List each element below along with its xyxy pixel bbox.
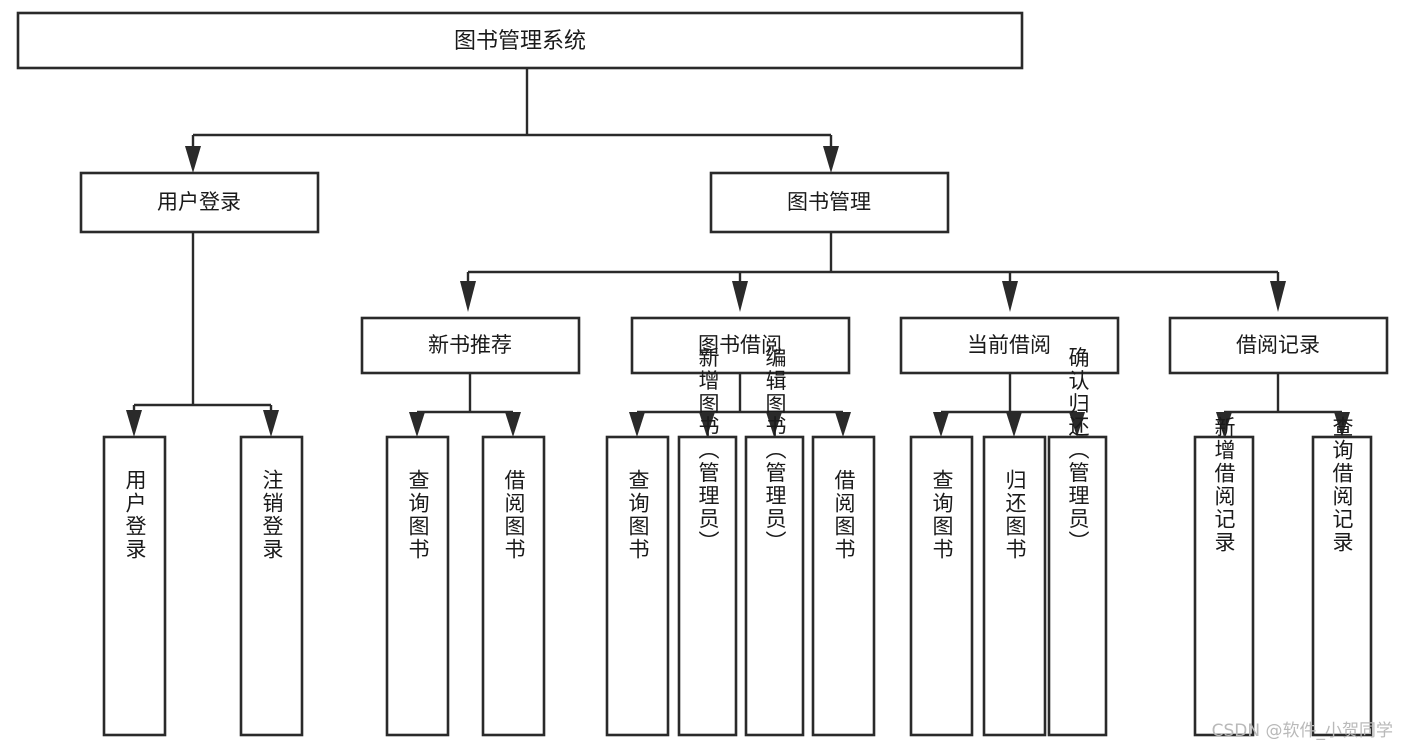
leaf-query-book-1[interactable]: 查询图书 [385,435,450,737]
leaf-add-book-box[interactable] [677,435,738,737]
leaf-user-login-label: 用户登录 [123,469,147,561]
leaf-user-login-box[interactable] [102,435,167,737]
leaf-confirm-return-box[interactable] [1047,435,1108,737]
node-book-borrow-label: 图书借阅 [698,333,782,357]
arrowhead-leaf-confirm-return [1069,412,1085,437]
leaf-add-record-label: 新增借阅记录 [1212,416,1236,554]
node-current-borrow-box[interactable] [899,316,1120,375]
leaf-user-login[interactable]: 用户登录 [102,435,167,737]
leaf-query-book-2[interactable]: 查询图书 [605,435,670,737]
arrowhead-leaf-add-record [1216,412,1232,437]
leaf-borrow-book-1-box[interactable] [481,435,546,737]
arrowhead-current-borrow [1002,281,1018,312]
arrowhead-leaf-return-book [1006,412,1022,437]
leaf-query-book-3[interactable]: 查询图书 [909,435,974,737]
leaf-user-logout-box[interactable] [239,435,304,737]
leaf-user-logout-label: 注销登录 [260,469,284,561]
leaf-add-record[interactable]: 新增借阅记录 [1193,416,1255,737]
connector-group-user-login [126,232,279,437]
node-root-label: 图书管理系统 [454,29,586,54]
leaf-return-book-box[interactable] [982,435,1047,737]
connector-group-root [185,68,839,173]
leaf-confirm-return[interactable]: 确认归还（管理员） [1047,347,1108,737]
leaf-query-book-1-label: 查询图书 [406,469,430,561]
leaf-add-record-box[interactable] [1193,435,1255,737]
leaf-query-record-label: 查询借阅记录 [1330,416,1354,554]
leaf-borrow-book-2-label: 借阅图书 [832,469,856,561]
node-borrow-record[interactable]: 借阅记录 [1168,316,1389,375]
node-root-box[interactable] [16,11,1024,70]
leaf-return-book[interactable]: 归还图书 [982,435,1047,737]
arrowhead-leaf-edit-book [766,412,782,437]
node-root[interactable]: 图书管理系统 [16,11,1024,70]
leaf-borrow-book-1[interactable]: 借阅图书 [481,435,546,737]
arrowhead-book-manage [823,146,839,173]
leaf-edit-book[interactable]: 编辑图书（管理员） [744,347,805,737]
node-book-borrow[interactable]: 图书借阅 [630,316,851,375]
node-new-book-recommend-label: 新书推荐 [428,333,512,357]
node-book-borrow-box[interactable] [630,316,851,375]
node-borrow-record-label: 借阅记录 [1236,333,1320,357]
connector-group-new-book-recommend [409,373,521,437]
arrowhead-leaf-add-book [699,412,715,437]
arrowhead-leaf-query-book-3 [933,412,949,437]
leaf-borrow-book-1-label: 借阅图书 [502,469,526,561]
leaf-add-book-label: 新增图书（管理员） [696,347,720,554]
leaf-query-book-2-label: 查询图书 [626,469,650,561]
arrowhead-leaf-user-logout [263,410,279,437]
arrowhead-book-borrow [732,281,748,312]
node-current-borrow[interactable]: 当前借阅 [899,316,1120,375]
node-user-login-box[interactable] [79,171,320,234]
node-book-manage-box[interactable] [709,171,950,234]
connector-group-current-borrow [933,373,1085,437]
node-book-manage[interactable]: 图书管理 [709,171,950,234]
leaf-return-book-label: 归还图书 [1003,469,1027,561]
leaf-query-book-1-box[interactable] [385,435,450,737]
connector-group-book-manage [460,232,1286,312]
leaf-edit-book-label: 编辑图书（管理员） [763,347,787,554]
connector-group-borrow-record [1216,373,1350,437]
leaf-query-record-box[interactable] [1311,435,1373,737]
leaf-user-logout[interactable]: 注销登录 [239,435,304,737]
leaf-edit-book-box[interactable] [744,435,805,737]
node-book-manage-label: 图书管理 [787,190,871,214]
arrowhead-borrow-record [1270,281,1286,312]
node-new-book-recommend-box[interactable] [360,316,581,375]
arrowhead-user-login [185,146,201,173]
node-current-borrow-label: 当前借阅 [967,333,1051,357]
arrowhead-leaf-borrow-book-2 [835,412,851,437]
leaf-query-book-3-box[interactable] [909,435,974,737]
arrowhead-leaf-query-book-2 [629,412,645,437]
leaf-borrow-book-2[interactable]: 借阅图书 [811,435,876,737]
leaf-query-record[interactable]: 查询借阅记录 [1311,416,1373,737]
arrowhead-new-book-recommend [460,281,476,312]
node-new-book-recommend[interactable]: 新书推荐 [360,316,581,375]
leaf-borrow-book-2-box[interactable] [811,435,876,737]
node-user-login[interactable]: 用户登录 [79,171,320,234]
arrowhead-leaf-query-book-1 [409,412,425,437]
leaf-confirm-return-label: 确认归还（管理员） [1066,347,1090,554]
node-borrow-record-box[interactable] [1168,316,1389,375]
connector-group-book-borrow [629,373,851,437]
arrowhead-leaf-query-record [1334,412,1350,437]
leaf-query-book-3-label: 查询图书 [930,469,954,561]
leaf-query-book-2-box[interactable] [605,435,670,737]
arrowhead-leaf-user-login [126,410,142,437]
arrowhead-leaf-borrow-book-1 [505,412,521,437]
leaf-add-book[interactable]: 新增图书（管理员） [677,347,738,737]
node-user-login-label: 用户登录 [157,190,241,214]
